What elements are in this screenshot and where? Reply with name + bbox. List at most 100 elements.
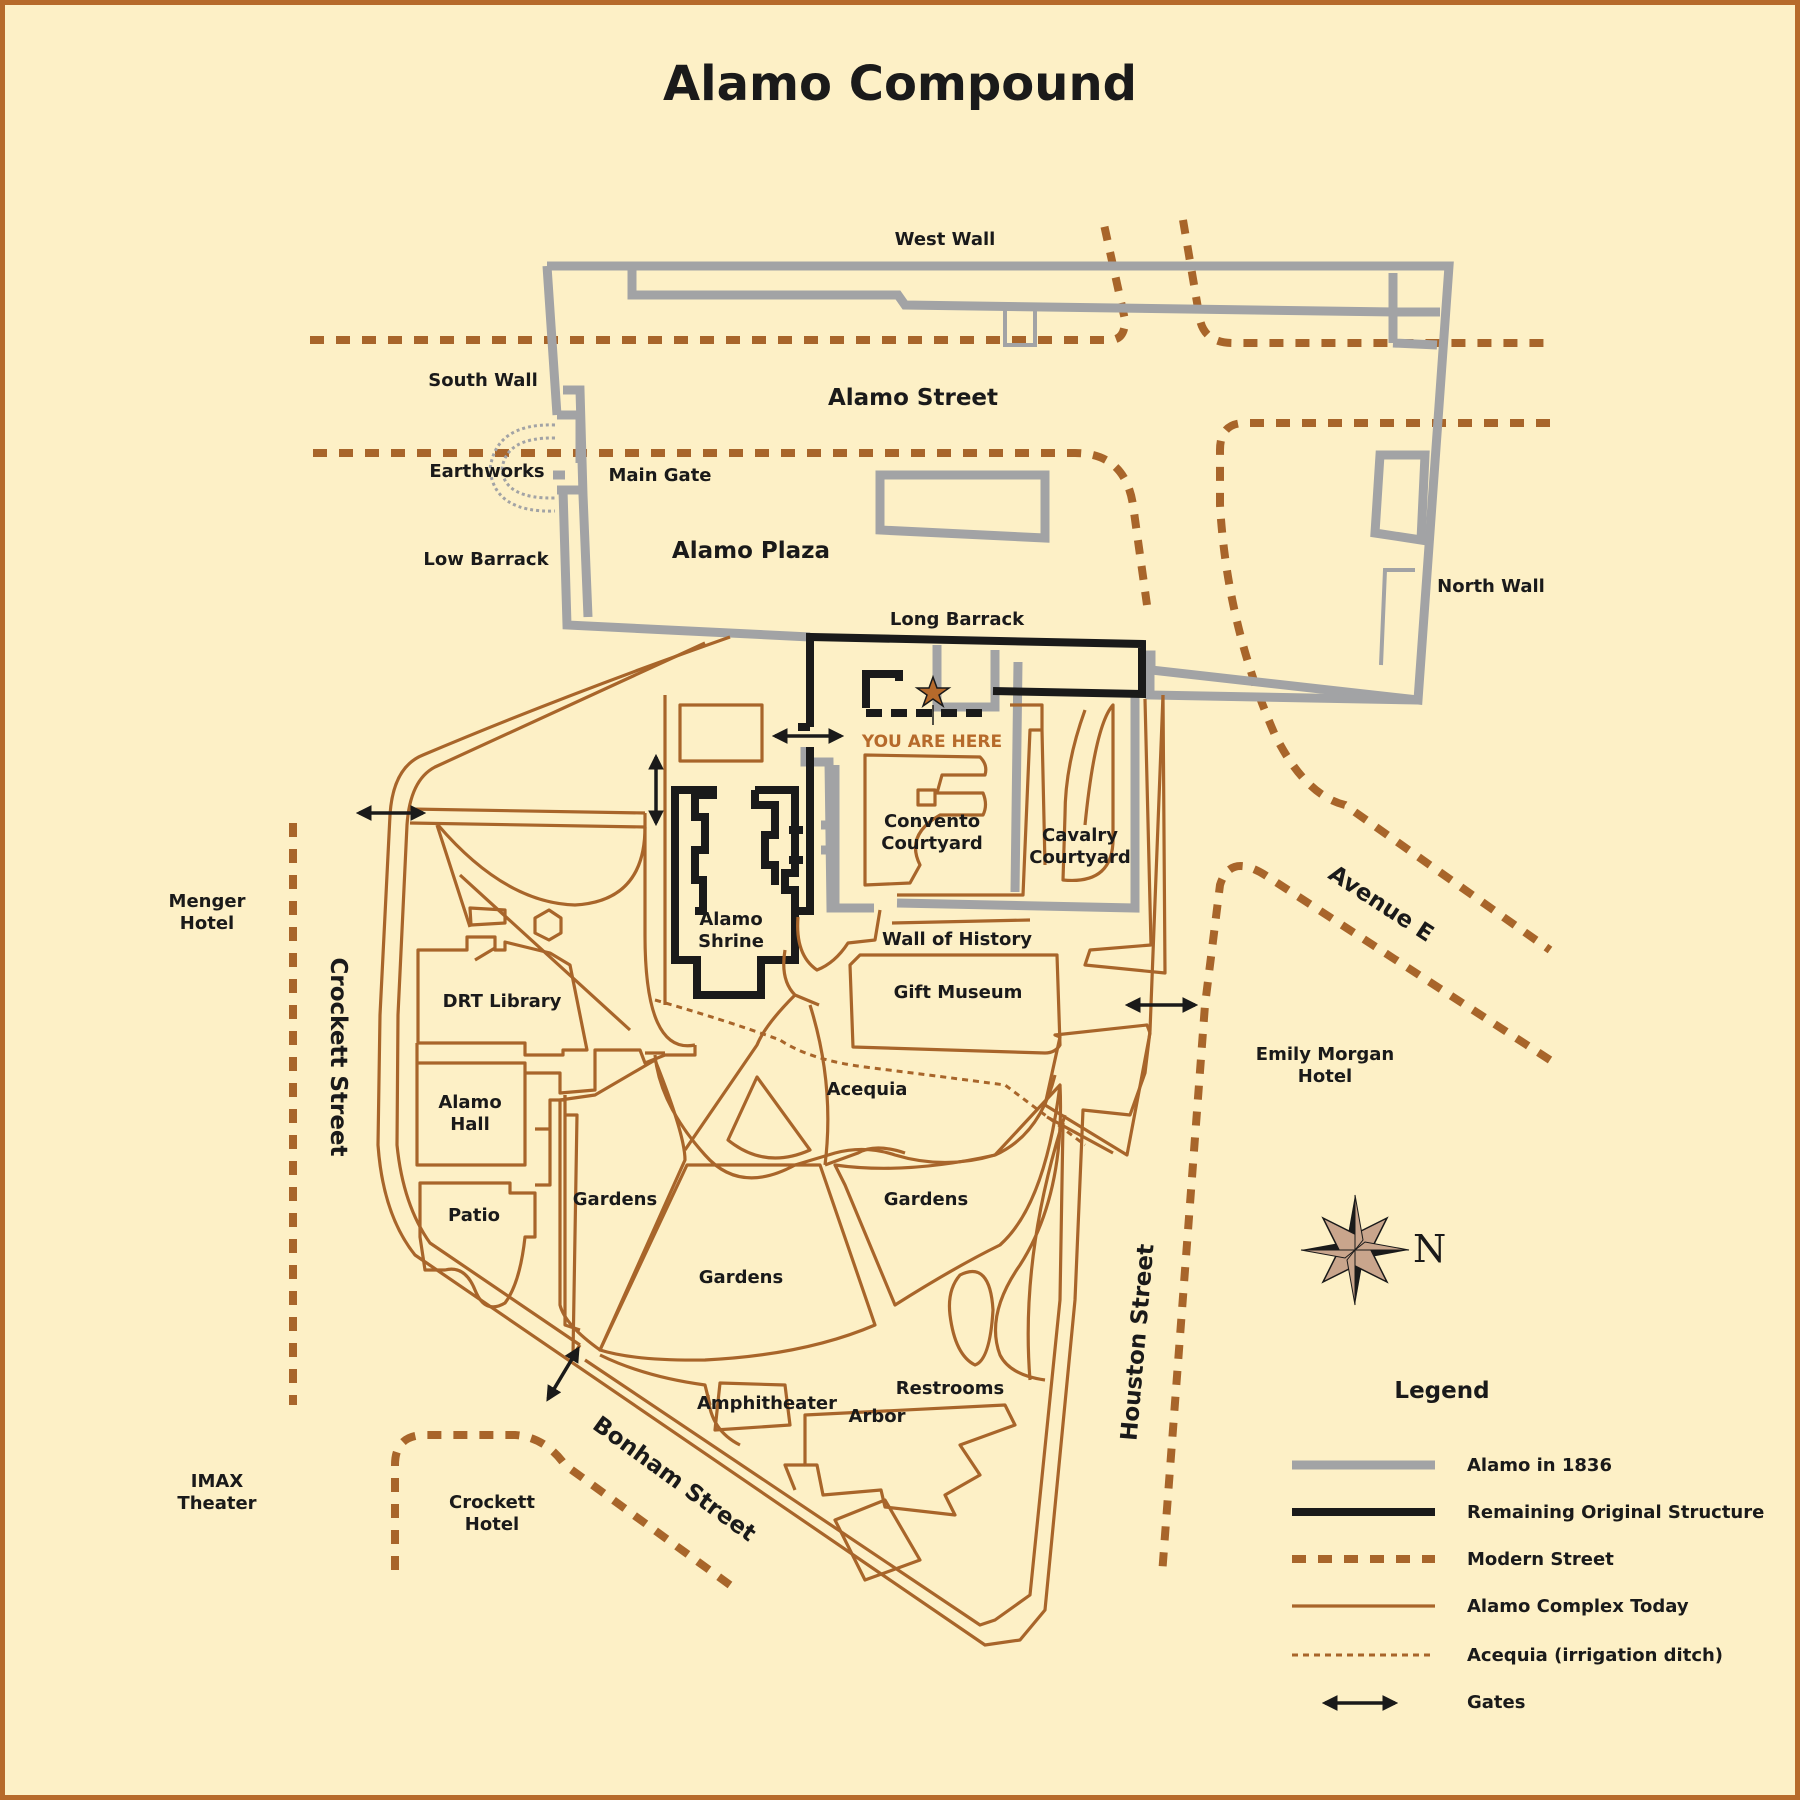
compass-rose-icon — [1300, 1194, 1410, 1306]
gardens-left-bed — [558, 1058, 687, 1352]
label-convento-line1: Convento — [884, 811, 980, 832]
original-structures — [671, 632, 1146, 999]
gate-arrow-bonham[interactable] — [546, 1346, 580, 1402]
avenue-e-line-2 — [1158, 862, 1553, 1576]
label-low-barrack: Low Barrack — [423, 549, 549, 570]
label-shrine-line1: Alamo — [699, 909, 762, 930]
gates — [355, 728, 1199, 1402]
complex-today — [376, 635, 1167, 1647]
gift-museum-building — [848, 953, 1062, 1055]
label-imax-line2: Theater — [177, 1493, 256, 1514]
patio-building — [418, 1181, 537, 1309]
label-menger-line1: Menger — [169, 891, 246, 912]
you-are-here-marker — [914, 674, 952, 725]
curved-garden-arc — [436, 823, 647, 907]
label-convento-line2: Courtyard — [881, 833, 983, 854]
label-earthworks: Earthworks — [429, 461, 544, 482]
label-shrine-line2: Shrine — [698, 931, 764, 952]
alamo-shrine — [671, 747, 814, 999]
inner-boundary — [395, 641, 1065, 1627]
you-are-here-star-icon — [914, 674, 952, 708]
label-long-barrack: Long Barrack — [890, 609, 1025, 630]
label-amphitheater: Amphitheater — [697, 1393, 837, 1414]
cavalry-curve — [1061, 703, 1115, 883]
label-alamo-street: Alamo Street — [828, 385, 998, 411]
label-emily-morgan-line2: Hotel — [1298, 1066, 1352, 1087]
label-menger-line2: Hotel — [180, 913, 234, 934]
drt-library-annex — [468, 906, 507, 962]
alamo-1836-walls — [542, 261, 1454, 913]
alamo-hall-building — [415, 1043, 527, 1167]
garden-center-ring — [645, 1051, 1057, 1180]
acequia-ditch — [654, 998, 1086, 1147]
center-paths — [683, 949, 906, 1167]
earthworks-outline — [488, 423, 556, 513]
amphitheater-building — [599, 1353, 712, 1406]
label-crockett-hotel-line1: Crockett — [449, 1492, 535, 1513]
shrine-approach — [796, 909, 882, 972]
label-north-wall: North Wall — [1437, 576, 1545, 597]
label-restrooms: Restrooms — [896, 1378, 1004, 1399]
convento-fountain — [916, 788, 937, 807]
convento-garden — [863, 753, 988, 887]
center-triangle — [726, 1075, 812, 1160]
bonham-street-line — [391, 1431, 733, 1589]
west-path-left — [563, 1095, 582, 1357]
north-wall-thin — [1003, 308, 1415, 666]
plaza-building — [875, 470, 1050, 543]
label-arbor: Arbor — [849, 1406, 906, 1427]
outer-boundary — [376, 635, 1165, 1647]
legend-label-modern-street: Modern Street — [1467, 1549, 1614, 1570]
alamo-plaza-street-line — [313, 449, 1151, 606]
alamo-hall-east — [525, 1045, 697, 1095]
legend-label-complex-today: Alamo Complex Today — [1467, 1596, 1689, 1617]
legend-label-original: Remaining Original Structure — [1467, 1502, 1764, 1523]
legend-label-alamo-1836: Alamo in 1836 — [1467, 1455, 1612, 1476]
label-emily-morgan-line1: Emily Morgan — [1256, 1044, 1394, 1065]
legend-label-acequia: Acequia (irrigation ditch) — [1467, 1645, 1723, 1666]
label-drt-library: DRT Library — [443, 991, 562, 1012]
label-west-wall: West Wall — [895, 229, 996, 250]
label-gardens-left: Gardens — [573, 1189, 657, 1210]
label-crockett-street: Crockett Street — [325, 957, 351, 1156]
hex-building — [533, 908, 563, 942]
long-barrack-1836-extension — [1143, 655, 1419, 705]
bottom-building — [833, 1498, 922, 1582]
restrooms-building — [803, 1403, 1017, 1517]
label-houston-street: Houston Street — [1116, 1243, 1159, 1442]
modern-streets — [289, 219, 1553, 1589]
label-gardens-center: Gardens — [699, 1267, 783, 1288]
top-path — [409, 807, 646, 829]
legend: Legend Alamo in 1836 Remaining Original … — [1292, 1378, 1764, 1713]
label-acequia: Acequia — [827, 1079, 908, 1100]
label-crockett-hotel-line2: Hotel — [465, 1514, 519, 1535]
map-canvas: Alamo Compound — [169, 56, 1765, 1713]
right-east-path — [993, 1084, 1067, 1382]
label-alamo-plaza: Alamo Plaza — [672, 538, 830, 564]
long-barrack — [798, 632, 1146, 731]
north-inner-wall — [1388, 273, 1440, 350]
map-title: Alamo Compound — [663, 56, 1137, 112]
label-gift-museum: Gift Museum — [894, 982, 1023, 1003]
south-wall-inner — [553, 385, 593, 618]
label-wall-of-history: Wall of History — [882, 929, 1032, 950]
label-cavalry-line2: Courtyard — [1029, 847, 1131, 868]
north-wall-bastion — [1370, 450, 1430, 546]
label-alamo-hall-line2: Hall — [450, 1114, 490, 1135]
label-avenue-e: Avenue E — [1324, 861, 1438, 948]
wall-of-history-bar — [891, 918, 1031, 925]
alamo-street-line-1 — [310, 219, 1130, 344]
label-gardens-right: Gardens — [884, 1189, 968, 1210]
compass-north-letter: N — [1413, 1227, 1446, 1271]
houston-block — [1043, 1023, 1152, 1157]
shrine-plaza-path — [643, 695, 764, 1048]
label-you-are-here: YOU ARE HERE — [861, 732, 1002, 752]
alamo-street-line-2 — [1179, 219, 1553, 347]
label-cavalry-line1: Cavalry — [1042, 825, 1118, 846]
cavalry-walls — [897, 703, 1047, 897]
legend-title: Legend — [1394, 1378, 1489, 1404]
drt-library-building — [416, 935, 589, 1057]
shrine-side-bars — [821, 765, 840, 905]
label-imax-line1: IMAX — [191, 1471, 244, 1492]
